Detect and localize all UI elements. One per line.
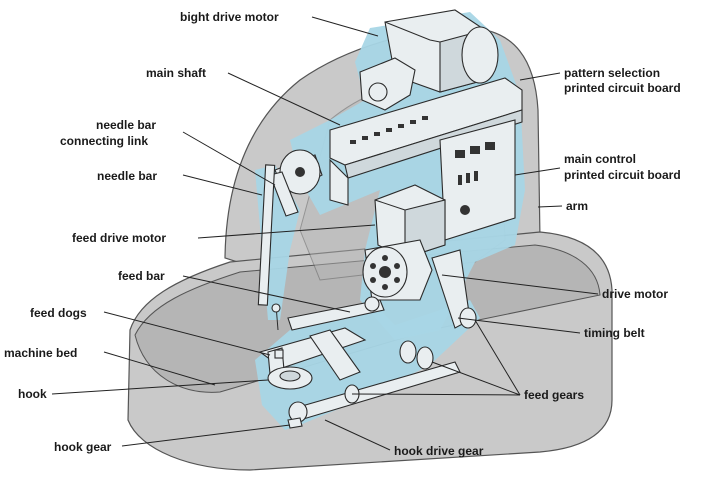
label-hook-drive-gear: hook drive gear xyxy=(394,444,484,458)
needle-bar-part xyxy=(257,164,281,331)
label-feed-bar: feed bar xyxy=(118,269,165,283)
leader-lines xyxy=(51,16,599,451)
label-drive-motor: drive motor xyxy=(602,287,668,301)
labels: bight drive motor main shaft needle bar … xyxy=(4,10,681,458)
main-control-pcb xyxy=(439,119,516,241)
needle-bar-link xyxy=(269,149,323,217)
feed-gears-part xyxy=(344,307,477,404)
label-needle-bar-connecting-link-line1: needle bar xyxy=(96,118,156,132)
label-hook-gear: hook gear xyxy=(54,440,112,454)
label-arm: arm xyxy=(566,199,588,213)
label-machine-bed: machine bed xyxy=(4,346,77,360)
label-feed-dogs: feed dogs xyxy=(30,306,87,320)
pcb-chips xyxy=(350,116,428,144)
label-bight-drive-motor: bight drive motor xyxy=(180,10,279,24)
label-hook: hook xyxy=(18,387,47,401)
label-pattern-selection-line1: pattern selection xyxy=(564,66,660,80)
drive-motor xyxy=(362,239,433,301)
label-needle-bar-connecting-link-line2: connecting link xyxy=(60,134,148,148)
label-main-shaft: main shaft xyxy=(146,66,206,80)
bight-drive-motor xyxy=(359,9,499,111)
label-needle-bar: needle bar xyxy=(97,169,157,183)
hook-part xyxy=(267,366,313,390)
label-feed-gears: feed gears xyxy=(524,388,584,402)
pattern-selection-pcb xyxy=(329,77,523,206)
label-timing-belt: timing belt xyxy=(584,326,645,340)
label-main-control-line2: printed circuit board xyxy=(564,168,681,182)
mechanism-highlight-lower xyxy=(255,300,480,430)
label-pattern-selection-line2: printed circuit board xyxy=(564,81,681,95)
mechanism xyxy=(255,9,525,430)
lower-frame xyxy=(258,327,367,381)
label-feed-drive-motor: feed drive motor xyxy=(72,231,166,245)
feed-bar-part xyxy=(287,296,385,331)
label-main-control-line1: main control xyxy=(564,152,636,166)
